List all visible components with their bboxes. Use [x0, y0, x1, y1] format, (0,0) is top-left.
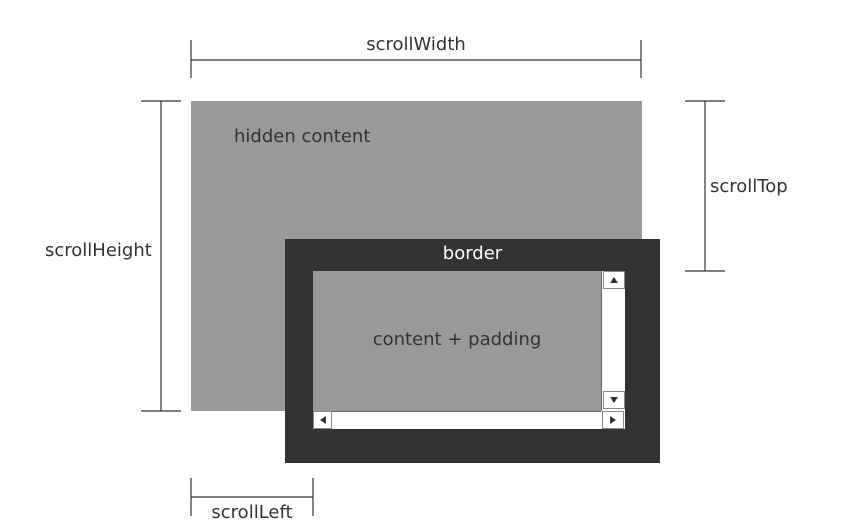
hidden-content-label: hidden content [234, 126, 371, 147]
border-label: border [442, 243, 503, 264]
triangle-down-icon [610, 397, 618, 403]
scrollbar-corner [601, 411, 625, 429]
horizontal-scrollbar[interactable] [313, 411, 601, 429]
content-padding-label: content + padding [372, 329, 542, 350]
scroll-top-label: scrollTop [710, 176, 788, 197]
scroll-width-label: scrollWidth [366, 34, 466, 55]
scroll-right-button[interactable] [602, 411, 624, 429]
scroll-up-button[interactable] [603, 271, 625, 289]
scroll-down-button[interactable] [603, 391, 625, 409]
scroll-left-button[interactable] [313, 411, 332, 429]
vertical-scrollbar[interactable] [601, 271, 625, 411]
scroll-left-label: scrollLeft [211, 502, 293, 523]
content-padding-area [313, 271, 601, 411]
triangle-right-icon [610, 416, 616, 424]
triangle-left-icon [319, 416, 326, 424]
triangle-up-icon [610, 277, 618, 283]
scroll-height-label: scrollHeight [45, 240, 152, 261]
